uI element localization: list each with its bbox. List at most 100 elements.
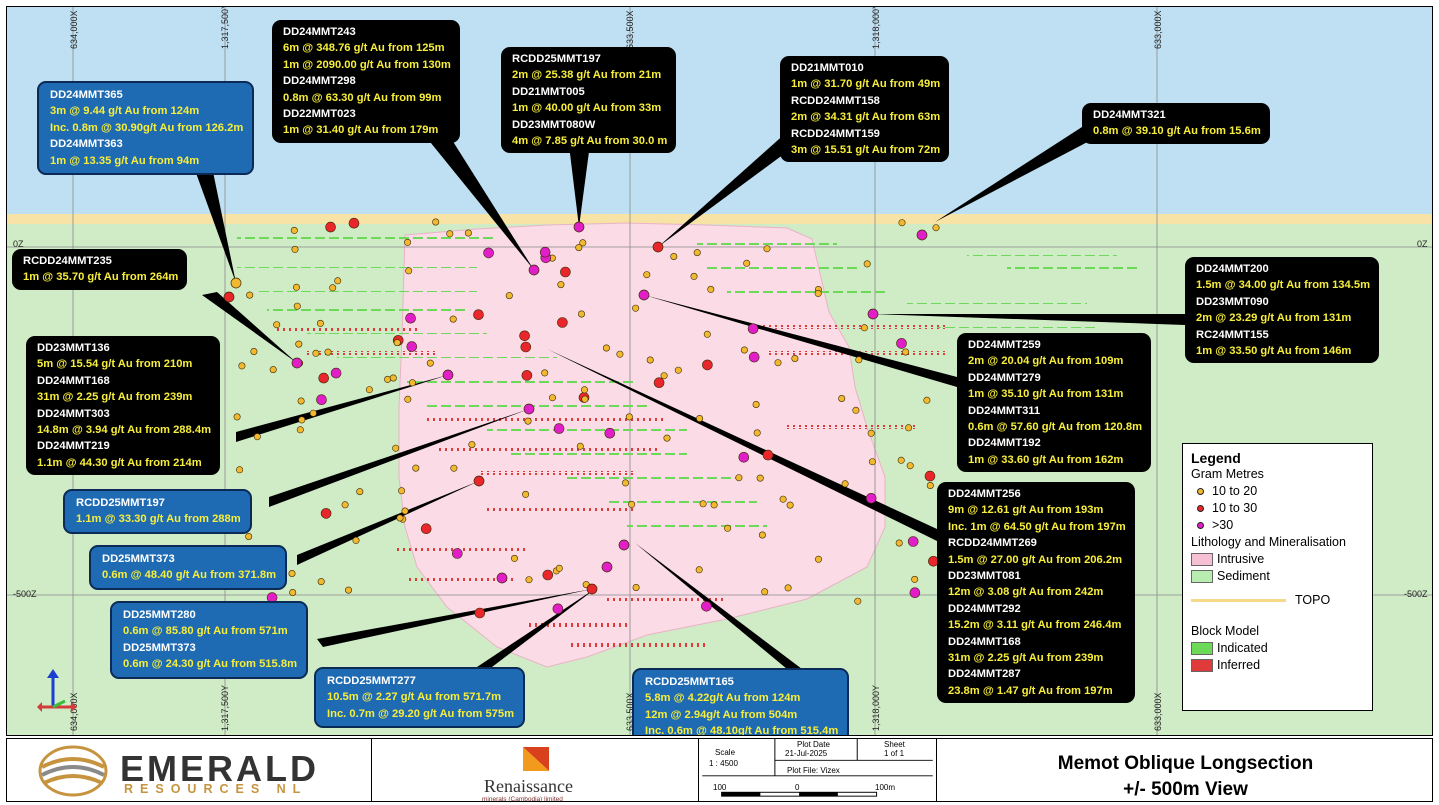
legend-label-topo: TOPO bbox=[1295, 592, 1331, 607]
intercept-dot bbox=[868, 458, 876, 466]
callout-line: 1m @ 31.40 g/t Au from 179m bbox=[283, 124, 439, 137]
callout-line: DD24MMT363 bbox=[50, 138, 123, 151]
callout-line: 2m @ 25.38 g/t Au from 21m bbox=[512, 69, 662, 82]
inferred-block bbox=[567, 643, 707, 647]
intercept-dot bbox=[396, 514, 404, 522]
intercept-dot bbox=[273, 321, 281, 329]
intercept-dot bbox=[814, 289, 822, 297]
intercept-dot bbox=[392, 444, 400, 452]
legend-litho-heading: Lithology and Mineralisation bbox=[1191, 535, 1346, 549]
intercept-dot bbox=[747, 323, 759, 335]
intercept-dot bbox=[854, 597, 862, 605]
topo-surface bbox=[7, 214, 1432, 224]
inferred-block bbox=[527, 623, 627, 627]
intercept-dot bbox=[621, 479, 629, 487]
intercept-dot bbox=[525, 576, 533, 584]
intercept-dot-key bbox=[618, 539, 630, 551]
intercept-dot bbox=[557, 281, 565, 289]
callout-line: Inc. 0.8m @ 30.90g/t Au from 126.2m bbox=[50, 121, 244, 134]
callout-leader bbox=[567, 129, 592, 227]
intercept-dot bbox=[814, 555, 822, 563]
intercept-dot bbox=[519, 330, 530, 342]
legend-label-low: 10 to 20 bbox=[1212, 484, 1258, 498]
callout-line: 1.5m @ 27.00 g/t Au from 206.2m bbox=[948, 553, 1123, 566]
intercept-dot bbox=[325, 221, 336, 233]
intercept-dot bbox=[468, 441, 476, 449]
intercept-dot bbox=[320, 508, 332, 519]
title-block: EMERALD RESOURCES NL Renaissance mineral… bbox=[6, 738, 1433, 803]
callout-line: 31m @ 2.25 g/t Au from 239m bbox=[37, 391, 193, 404]
intercept-dot bbox=[548, 394, 556, 402]
callout-line: 1m @ 35.70 g/t Au from 264m bbox=[23, 271, 179, 284]
intercept-dot bbox=[926, 481, 934, 489]
intercept-dot bbox=[483, 247, 494, 259]
intercept-dot bbox=[855, 356, 863, 364]
renaissance-logo-cell: Renaissance minerals (Cambodia) limited bbox=[372, 739, 699, 803]
callout-line: 14.8m @ 3.94 g/t Au from 288.4m bbox=[37, 424, 212, 437]
intercept-dot-key bbox=[867, 308, 879, 320]
elev-left-500: -500Z bbox=[13, 589, 37, 599]
intercept-dot bbox=[852, 406, 860, 414]
intercept-dot bbox=[520, 341, 532, 353]
intercept-dot bbox=[449, 315, 457, 323]
grid-label-bottom-4: 1,318,000Y bbox=[871, 684, 881, 731]
intercept-dot bbox=[643, 271, 651, 279]
inferred-block bbox=[487, 507, 637, 511]
callout-line: 5.8m @ 4.22g/t Au from 124m bbox=[645, 692, 801, 705]
scale-cell: Scale 1 : 4500 Plot Date 21-Jul-2025 She… bbox=[699, 739, 937, 801]
intercept-dot-key bbox=[528, 264, 540, 276]
callout-line: 1m @ 33.60 g/t Au from 162m bbox=[968, 453, 1124, 466]
intercept-dot bbox=[693, 249, 701, 257]
intercept-dot bbox=[309, 409, 317, 417]
intercept-dot bbox=[406, 341, 418, 352]
callout-line: Inc. 1m @ 64.50 g/t Au from 197m bbox=[948, 520, 1126, 533]
callout-line: DD23MMT081 bbox=[948, 570, 1021, 583]
intercept-dot bbox=[510, 554, 518, 562]
plot-file: Plot File: Vizex bbox=[787, 766, 840, 775]
intercept-dot bbox=[401, 507, 409, 515]
intercept-dot bbox=[330, 367, 342, 379]
intercept-dot bbox=[296, 426, 304, 434]
intercept-dot bbox=[341, 501, 349, 509]
intercept-dot-key bbox=[473, 475, 485, 487]
intercept-dot bbox=[895, 539, 903, 547]
intercept-dot bbox=[763, 245, 771, 253]
callout-line: DD24MMT321 bbox=[1093, 109, 1166, 121]
callout-leader bbox=[202, 292, 297, 363]
intercept-dot bbox=[699, 500, 707, 508]
callout-leaders bbox=[192, 127, 1185, 669]
indicated-block bbox=[267, 307, 467, 312]
inferred-block bbox=[427, 417, 667, 421]
intercept-dot bbox=[384, 375, 392, 383]
legend-label-mid: 10 to 30 bbox=[1212, 501, 1258, 515]
callout-dd24mmt321[interactable]: DD24MMT321 0.8m @ 39.10 g/t Au from 15.6m bbox=[1082, 103, 1270, 144]
callout-line: 1m @ 2090.00 g/t Au from 130m bbox=[283, 58, 451, 71]
intercept-dot bbox=[748, 351, 760, 363]
intercept-dot bbox=[426, 359, 434, 367]
callout-line: 0.8m @ 39.10 g/t Au from 15.6m bbox=[1093, 125, 1261, 138]
indicated-block bbox=[967, 251, 1117, 256]
sheet-value: 1 of 1 bbox=[884, 749, 905, 758]
callout-line: 23.8m @ 1.47 g/t Au from 197m bbox=[948, 684, 1113, 697]
callout-line: 9m @ 12.61 g/t Au from 193m bbox=[948, 504, 1104, 517]
callout-line: 4m @ 7.85 g/t Au from 30.0 m bbox=[512, 135, 668, 148]
intercept-dot bbox=[521, 370, 533, 381]
intercept-dot bbox=[625, 413, 633, 421]
grid-label-top-4: 1,318,000Y bbox=[871, 6, 881, 49]
intercept-dot bbox=[316, 394, 327, 406]
intercept-dot bbox=[690, 272, 698, 280]
